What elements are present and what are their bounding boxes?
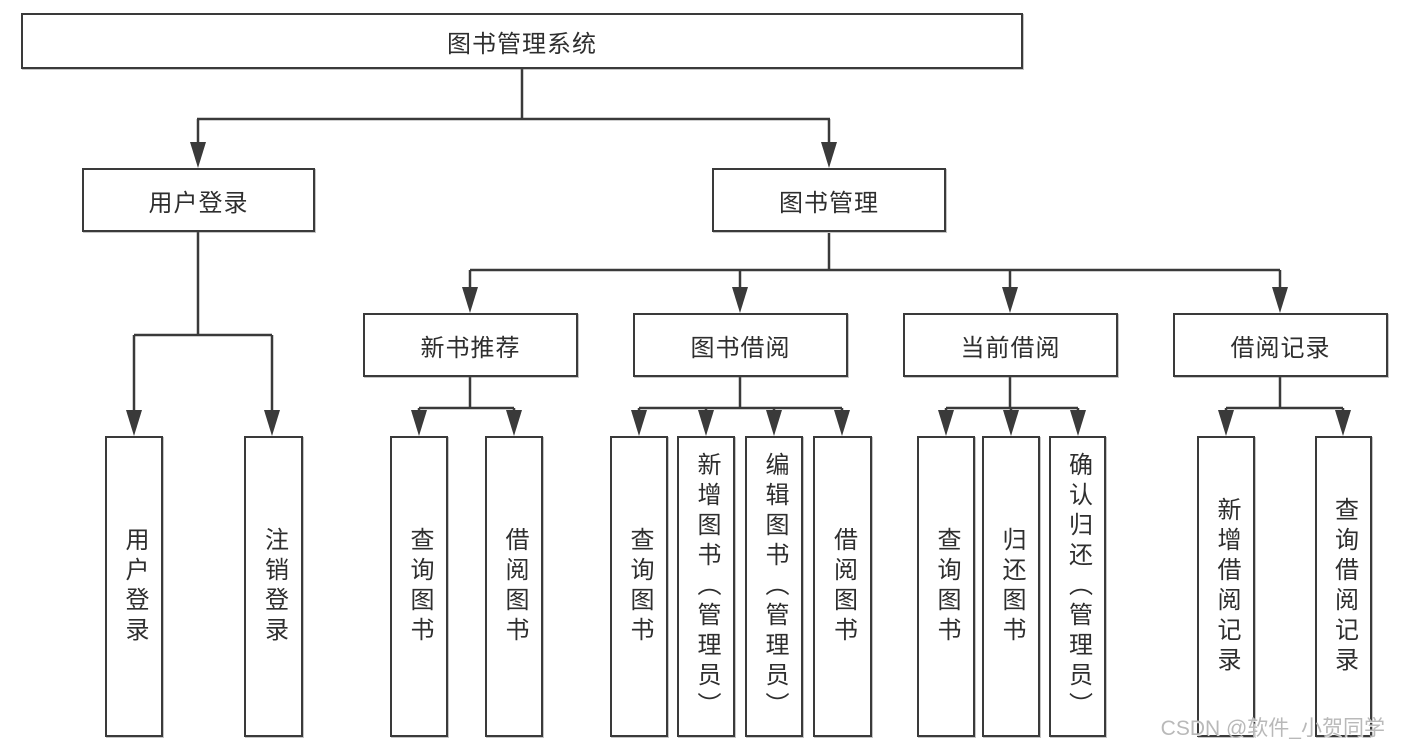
node-label: 查询借阅记录: [1330, 496, 1358, 677]
leaf-query-borrow-record: 查询借阅记录: [1315, 436, 1372, 737]
leaf-borrow-books: 借阅图书: [813, 436, 872, 737]
node-book-borrowing: 图书借阅: [633, 313, 848, 377]
leaf-borrow-books-recommend: 借阅图书: [485, 436, 543, 737]
leaf-add-borrow-record: 新增借阅记录: [1197, 436, 1255, 737]
node-label: 新增借阅记录: [1213, 496, 1240, 677]
node-label: 图书管理: [779, 189, 879, 217]
node-user-login: 用户登录: [82, 168, 315, 232]
leaf-return-books: 归还图书: [982, 436, 1040, 737]
leaf-confirm-return-admin: 确认归还（管理员）: [1049, 436, 1106, 737]
node-label: 确认归还（管理员）: [1064, 451, 1092, 722]
connector-userlogin-to-children: [132, 232, 274, 414]
node-label: 编辑图书（管理员）: [761, 451, 788, 722]
leaf-query-books-current: 查询图书: [917, 436, 975, 737]
node-label: 查询图书: [626, 526, 653, 647]
node-label: 查询图书: [406, 526, 433, 647]
leaf-user-login: 用户登录: [105, 436, 163, 737]
leaf-query-books-recommend: 查询图书: [390, 436, 448, 737]
node-library-management-system: 图书管理系统: [21, 13, 1023, 69]
node-label: 图书借阅: [690, 334, 791, 362]
node-new-book-recommendation: 新书推荐: [363, 313, 578, 377]
node-label: 查询图书: [933, 526, 960, 647]
connector-lines: [132, 69, 1345, 414]
node-label: 用户登录: [148, 189, 249, 217]
node-label: 借阅图书: [829, 526, 857, 647]
node-label: 新增图书（管理员）: [693, 451, 720, 722]
node-current-borrowing: 当前借阅: [903, 313, 1118, 377]
leaf-add-books-admin: 新增图书（管理员）: [677, 436, 735, 737]
node-borrowing-records: 借阅记录: [1173, 313, 1388, 377]
leaf-query-books-borrowing: 查询图书: [610, 436, 668, 737]
leaf-edit-books-admin: 编辑图书（管理员）: [745, 436, 803, 737]
node-label: 新书推荐: [420, 334, 521, 362]
node-label: 借阅图书: [501, 526, 528, 647]
node-label: 用户登录: [121, 526, 148, 647]
connector-root-to-level1: [196, 69, 831, 145]
connector-bookmgmt-to-level2: [468, 233, 1282, 291]
node-book-management: 图书管理: [712, 168, 946, 232]
node-label: 图书管理系统: [447, 30, 597, 58]
node-label: 注销登录: [260, 526, 288, 647]
node-label: 借阅记录: [1230, 334, 1331, 362]
node-label: 当前借阅: [960, 334, 1061, 362]
connector-current-to-children: [944, 377, 1080, 414]
node-label: 归还图书: [998, 526, 1025, 647]
arrowhead-icons: [126, 142, 1351, 436]
connector-record-to-children: [1224, 377, 1345, 414]
connector-borrow-to-children: [637, 377, 844, 414]
connector-newbook-to-children: [417, 377, 516, 414]
leaf-logout: 注销登录: [244, 436, 303, 737]
